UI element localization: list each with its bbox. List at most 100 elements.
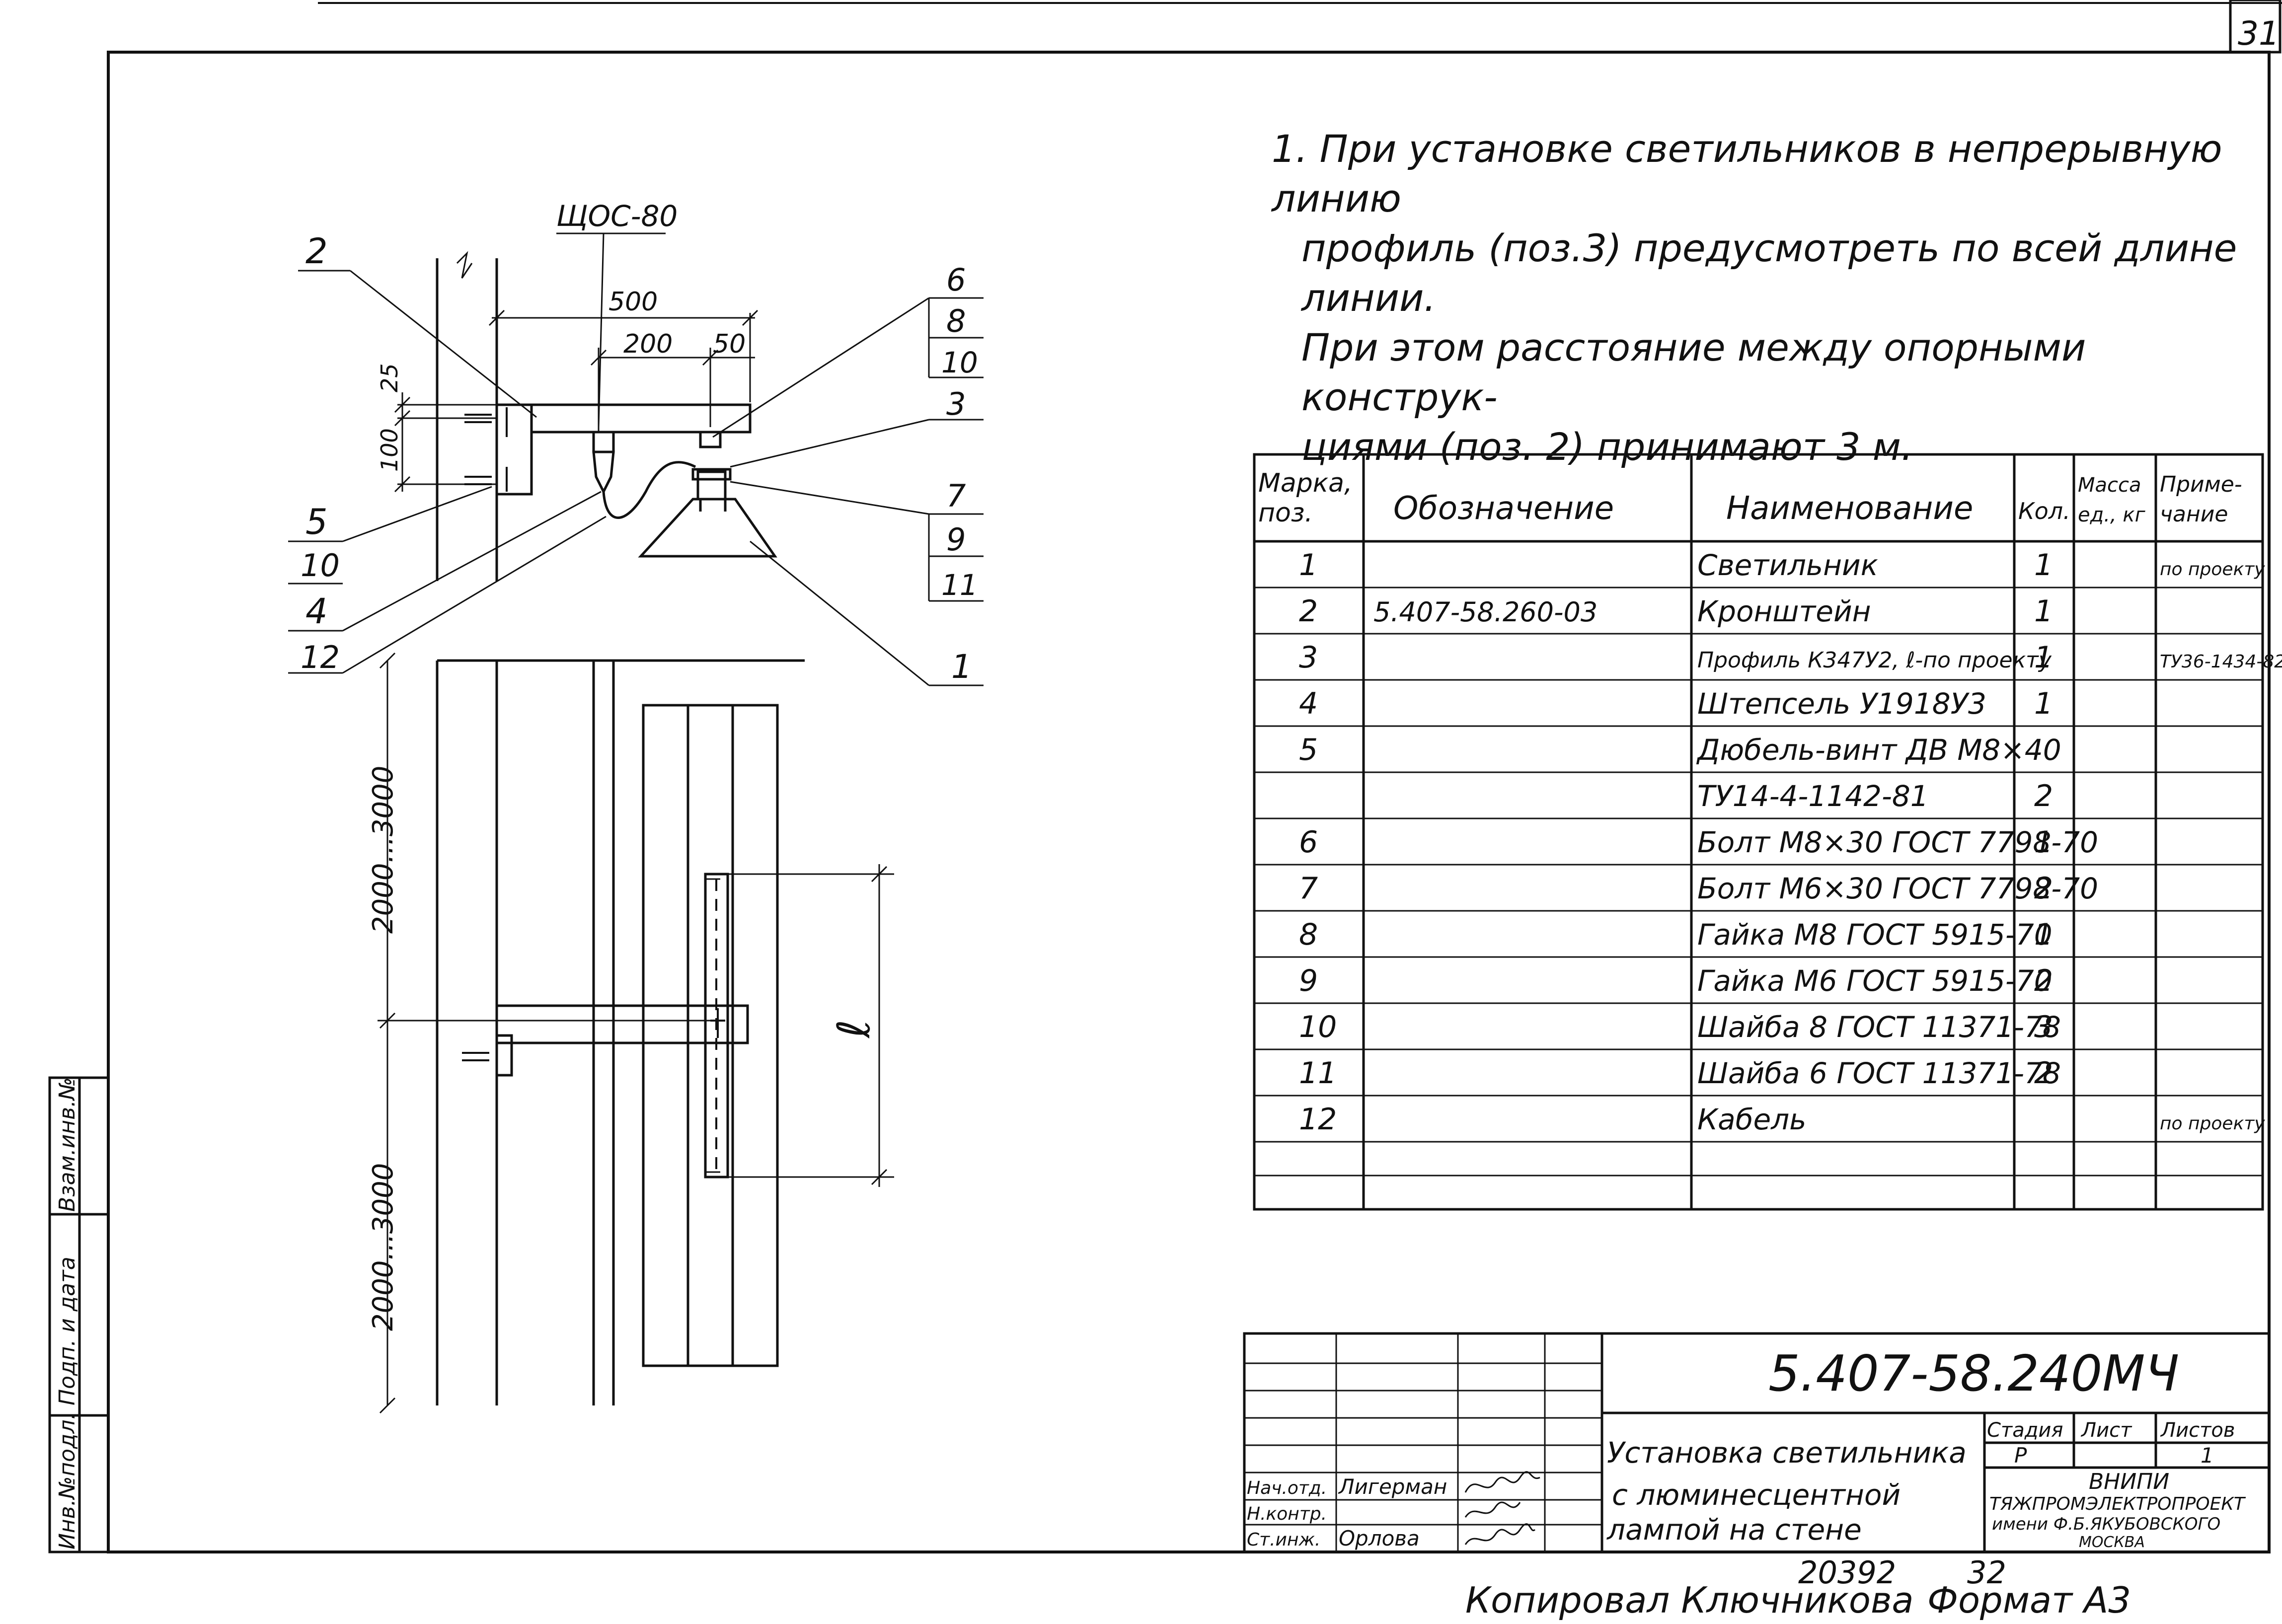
sheet-frame bbox=[107, 51, 2271, 1553]
role-head: Нач.отд. bbox=[1247, 1478, 1327, 1498]
dim-height-upper: 2000...3000 bbox=[367, 766, 399, 934]
title-line2: с люминесцентной bbox=[1612, 1478, 1901, 1512]
spec-cell-r5-c2: ТУ14-4-1142-81 bbox=[1697, 779, 1929, 813]
stamp-replace-inv: Взам.инв.№ bbox=[55, 1077, 80, 1212]
spec-cell-r10-c3: 3 bbox=[2034, 1010, 2053, 1044]
spec-cell-r6-c3: 1 bbox=[2034, 825, 2053, 860]
spec-cell-r2-c3: 1 bbox=[2034, 640, 2053, 675]
general-note: 1. При установке светильников в непрерыв… bbox=[1272, 124, 2240, 472]
spec-cell-r7-c2: Болт М6×30 ГОСТ 7798-70 bbox=[1697, 872, 2098, 905]
spec-cell-r4-c2: Дюбель-винт ДВ М8×40 bbox=[1696, 733, 2061, 767]
footer-number-2: 32 bbox=[1967, 1554, 2006, 1591]
dim-50: 50 bbox=[713, 329, 746, 359]
spec-cell-r7-c0: 7 bbox=[1299, 871, 1318, 906]
spec-cell-r0-c5: по проекту bbox=[2160, 559, 2265, 580]
footer-number-1: 20392 bbox=[1798, 1554, 1897, 1591]
stamp-inv-original: Инв.№подл. bbox=[55, 1412, 80, 1550]
note-line-4: циями (поз. 2) принимают 3 м. bbox=[1301, 425, 1913, 469]
title-line3: лампой на стене bbox=[1606, 1513, 1862, 1547]
stage-value: Р bbox=[2014, 1443, 2027, 1468]
sheets-value: 1 bbox=[2201, 1443, 2214, 1468]
wall-front-view bbox=[378, 652, 894, 1414]
footer-format: Формат А3 bbox=[1927, 1579, 2131, 1621]
sheet-label: Лист bbox=[2080, 1419, 2132, 1442]
callout-left-10: 10 bbox=[301, 547, 340, 584]
spec-cell-r1-c0: 2 bbox=[1299, 594, 1318, 629]
dim-500: 500 bbox=[609, 287, 658, 317]
spec-cell-r8-c0: 8 bbox=[1299, 917, 1318, 952]
dim-200: 200 bbox=[623, 329, 673, 359]
callout-right-10: 10 bbox=[941, 346, 978, 379]
stage-label: Стадия bbox=[1987, 1419, 2063, 1442]
dim-100: 100 bbox=[376, 428, 403, 472]
note-line-3: При этом расстояние между опорными конст… bbox=[1301, 325, 2086, 419]
spec-cell-r9-c0: 9 bbox=[1299, 963, 1318, 998]
role-control: Н.контр. bbox=[1247, 1504, 1327, 1524]
spec-cell-r12-c2: Кабель bbox=[1697, 1103, 1806, 1136]
dim-25: 25 bbox=[376, 363, 403, 392]
spec-cell-r1-c1: 5.407-58.260-03 bbox=[1373, 596, 1597, 628]
name-engineer: Орлова bbox=[1339, 1526, 1420, 1550]
spec-cell-r3-c2: Штепсель У1918У3 bbox=[1697, 687, 1986, 721]
spec-cell-r5-c3: 2 bbox=[2034, 779, 2053, 813]
spec-cell-r0-c2: Светильник bbox=[1697, 548, 1878, 582]
org-line4: МОСКВА bbox=[2079, 1534, 2145, 1551]
spec-header-3: Кол. bbox=[2018, 498, 2070, 524]
spec-cell-r0-c0: 1 bbox=[1299, 548, 1318, 583]
callout-right-3: 3 bbox=[946, 386, 966, 422]
spec-cell-r1-c2: Кронштейн bbox=[1697, 594, 1871, 628]
spec-cell-r8-c3: 1 bbox=[2034, 917, 2053, 952]
spec-table-grid bbox=[1253, 453, 2264, 1211]
spec-cell-r11-c2: Шайба 6 ГОСТ 11371-78 bbox=[1697, 1056, 2061, 1090]
dim-height-lower: 2000...3000 bbox=[367, 1163, 399, 1331]
callout-right-7: 7 bbox=[946, 478, 966, 514]
spec-cell-r4-c0: 5 bbox=[1299, 733, 1318, 767]
spec-cell-r2-c0: 3 bbox=[1299, 640, 1318, 675]
callout-right-1: 1 bbox=[951, 648, 972, 686]
shos-label: ЩОС-80 bbox=[556, 199, 678, 233]
spec-cell-r2-c2: Профиль К347У2, ℓ-по проекту bbox=[1697, 648, 2052, 673]
org-line2: ТЯЖПРОМЭЛЕКТРОПРОЕКТ bbox=[1989, 1494, 2246, 1514]
spec-cell-r11-c3: 2 bbox=[2034, 1056, 2053, 1091]
spec-cell-r6-c0: 6 bbox=[1299, 825, 1318, 860]
callout-right-9: 9 bbox=[946, 521, 966, 558]
side-stamp-grid bbox=[48, 1076, 110, 1553]
org-line3: имени Ф.Б.ЯКУБОВСКОГО bbox=[1992, 1514, 2220, 1534]
spec-cell-r9-c3: 2 bbox=[2034, 963, 2053, 998]
spec-cell-r9-c2: Гайка М6 ГОСТ 5915-70 bbox=[1697, 964, 2053, 998]
callout-right-8: 8 bbox=[946, 303, 966, 339]
spec-cell-r12-c0: 12 bbox=[1299, 1102, 1337, 1137]
callout-left-4: 4 bbox=[305, 591, 328, 632]
footer-copied-by: Копировал Ключникова bbox=[1465, 1579, 1914, 1621]
spec-header-2: Наименование bbox=[1726, 490, 1973, 527]
sheets-label: Листов bbox=[2160, 1419, 2235, 1442]
org-line1: ВНИПИ bbox=[2089, 1469, 2169, 1494]
callout-left-12: 12 bbox=[301, 639, 340, 675]
callout-right-6: 6 bbox=[946, 262, 966, 298]
spec-cell-r10-c0: 10 bbox=[1299, 1010, 1337, 1044]
side-stamp: Взам.инв.№ Подп. и дата Инв.№подл. bbox=[55, 1077, 80, 1550]
title-block-grid bbox=[1243, 1332, 2271, 1553]
spec-cell-r11-c0: 11 bbox=[1299, 1056, 1337, 1091]
spec-header-0: Марка,поз. bbox=[1258, 468, 1353, 528]
title-line1: Установка светильника bbox=[1607, 1436, 1967, 1470]
spec-cell-r8-c2: Гайка М8 ГОСТ 5915-70 bbox=[1697, 918, 2053, 952]
spec-cell-r3-c0: 4 bbox=[1299, 686, 1318, 721]
spec-header-1: Обозначение bbox=[1393, 490, 1614, 527]
doc-code: 5.407-58.240МЧ bbox=[1768, 1344, 2179, 1403]
spec-cell-r2-c5: ТУ36-1434-82 bbox=[2160, 652, 2282, 672]
note-line-2: профиль (поз.3) предусмотреть по всей дл… bbox=[1301, 226, 2237, 320]
note-line-1: 1. При установке светильников в непрерыв… bbox=[1272, 127, 2222, 221]
spec-cell-r0-c3: 1 bbox=[2034, 548, 2053, 583]
spec-header-5: Приме-чание bbox=[2160, 472, 2242, 527]
drawing-labels: ЩОС-80 500 200 50 25 100 2000...3000 200… bbox=[301, 199, 978, 1331]
dim-length: ℓ bbox=[828, 1020, 880, 1039]
title-block: 5.407-58.240МЧ Установка светильника с л… bbox=[1247, 1344, 2246, 1551]
role-engineer: Ст.инж. bbox=[1247, 1530, 1320, 1550]
sheet-number: 31 bbox=[2238, 14, 2280, 53]
sheet-number-box bbox=[2229, 0, 2282, 54]
bracket-side-view bbox=[288, 232, 984, 686]
callout-left-2: 2 bbox=[305, 231, 328, 272]
